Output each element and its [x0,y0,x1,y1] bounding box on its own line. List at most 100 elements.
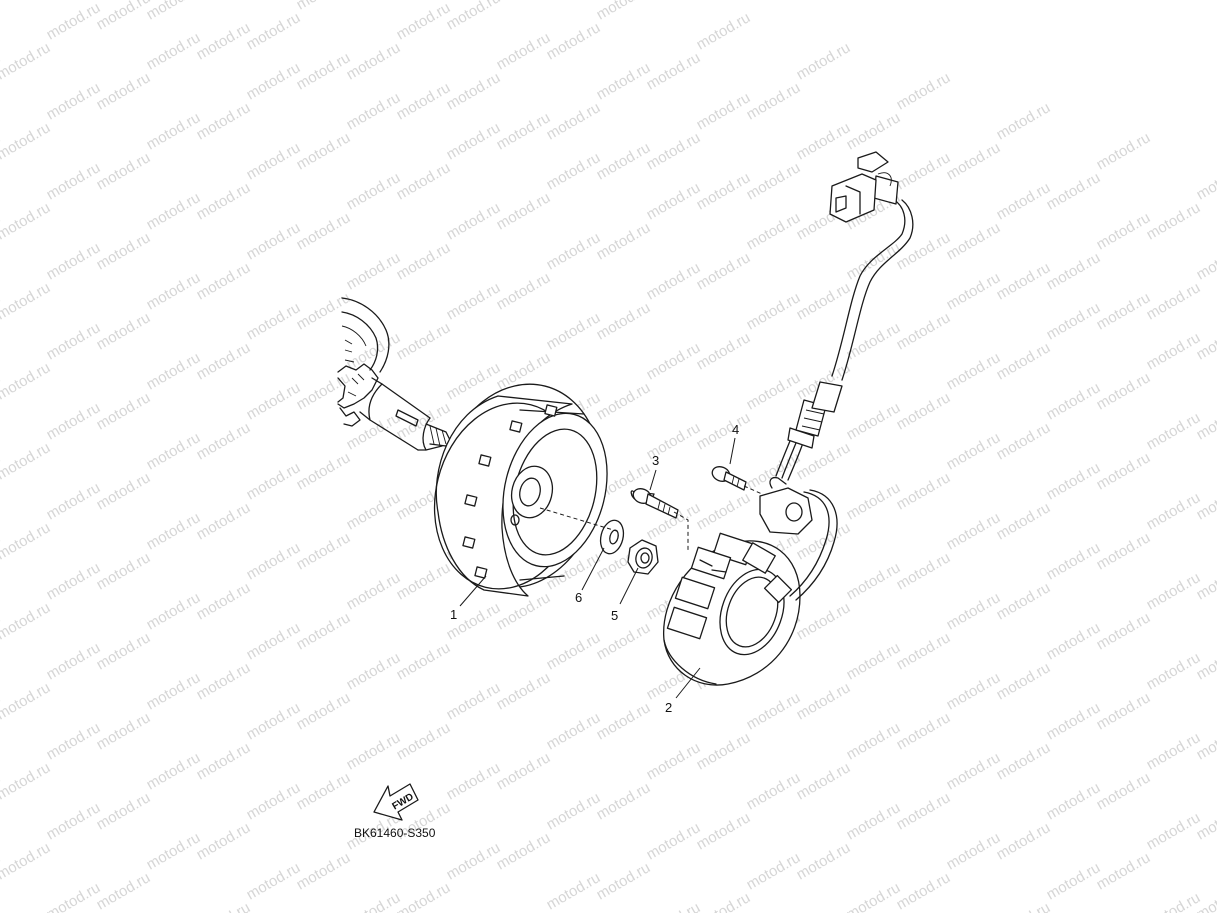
watermark-text: motod.ru [644,899,704,913]
watermark-text: motod.ru [194,899,254,913]
watermark-text: motod.ru [194,99,254,143]
watermark-text: motod.ru [0,279,53,323]
watermark-text: motod.ru [394,879,454,913]
watermark-text: motod.ru [194,659,254,703]
watermark-text: motod.ru [294,0,354,13]
watermark-text: motod.ru [794,599,854,643]
watermark-text: motod.ru [994,499,1054,543]
watermark-text: motod.ru [194,419,254,463]
watermark-text: motod.ru [394,319,454,363]
watermark-text: motod.ru [94,0,154,33]
watermark-text: motod.ru [394,559,454,603]
watermark-text: motod.ru [94,69,154,113]
watermark-text: motod.ru [794,759,854,803]
watermark-text: motod.ru [844,879,904,913]
fwd-arrow-icon: FWD [373,783,419,821]
callout-5: 5 [611,608,618,623]
washer [599,519,625,555]
watermark-text: motod.ru [1094,529,1154,573]
watermark-text: motod.ru [544,19,604,63]
watermark-text: motod.ru [644,49,704,93]
watermark-text: motod.ru [994,419,1054,463]
flange-nut [627,539,659,575]
watermark-text: motod.ru [294,849,354,893]
watermark-text: motod.ru [194,739,254,783]
watermark-text: motod.ru [994,579,1054,623]
watermark-text: motod.ru [1194,239,1217,283]
watermark-text: motod.ru [894,629,954,673]
watermark-text: motod.ru [944,219,1004,263]
watermark-text: motod.ru [94,229,154,273]
watermark-text: motod.ru [0,199,53,243]
watermark-text: motod.ru [994,99,1054,143]
watermark-text: motod.ru [744,79,804,123]
watermark-text: motod.ru [394,239,454,283]
watermark-text: motod.ru [344,39,404,83]
watermark-text: motod.ru [494,669,554,713]
watermark-text: motod.ru [644,129,704,173]
watermark-text: motod.ru [94,149,154,193]
watermark-text: motod.ru [0,839,53,883]
watermark-text: motod.ru [0,759,53,803]
watermark-text: motod.ru [994,339,1054,383]
watermark-text: motod.ru [0,519,53,563]
watermark-text: motod.ru [1094,849,1154,893]
watermark-text: motod.ru [1044,169,1104,213]
watermark-text: motod.ru [894,869,954,913]
watermark-text: motod.ru [294,529,354,573]
watermark-text: motod.ru [1144,279,1204,323]
watermark-text: motod.ru [894,549,954,593]
watermark-text: motod.ru [1144,199,1204,243]
watermark-text: motod.ru [394,639,454,683]
watermark-text: motod.ru [294,769,354,813]
watermark-text: motod.ru [94,549,154,593]
watermark-text: motod.ru [494,749,554,793]
watermark-text: motod.ru [594,779,654,823]
watermark-text: motod.ru [444,0,504,33]
watermark-text: motod.ru [994,899,1054,913]
reference-code: BK61460-S350 [354,826,436,840]
watermark-text: motod.ru [594,619,654,663]
watermark-text: motod.ru [1094,369,1154,413]
watermark-text: motod.ru [894,469,954,513]
leader-lines [459,437,763,699]
watermark-text: motod.ru [494,829,554,873]
callout-4: 4 [732,422,739,437]
watermark-text: motod.ru [194,579,254,623]
screw-part-4 [711,466,747,491]
watermark-text: motod.ru [694,9,754,53]
callout-3: 3 [652,453,659,468]
watermark-text: motod.ru [294,609,354,653]
bolt-part-3 [630,488,679,519]
watermark-text: motod.ru [1094,129,1154,173]
watermark-text: motod.ru [1094,769,1154,813]
watermark-text: motod.ru [494,189,554,233]
flywheel-rotor [433,383,608,597]
watermark-text: motod.ru [1044,249,1104,293]
watermark-text: motod.ru [1094,449,1154,493]
watermark-text: motod.ru [794,39,854,83]
watermark-text: motod.ru [594,219,654,263]
watermark-text: motod.ru [694,489,754,533]
wire-harness [775,151,914,481]
watermark-text: motod.ru [1094,609,1154,653]
watermark-text: motod.ru [594,0,654,23]
watermark-text: motod.ru [294,689,354,733]
watermark-text: motod.ru [694,329,754,373]
watermark-text: motod.ru [394,159,454,203]
watermark-text: motod.ru [744,159,804,203]
watermark-text: motod.ru [94,309,154,353]
watermark-text: motod.ru [94,709,154,753]
watermark-text: motod.ru [0,119,53,163]
watermark-text: motod.ru [94,629,154,673]
watermark-text: motod.ru [894,789,954,833]
watermark-text: motod.ru [1194,159,1217,203]
watermark-text: motod.ru [44,879,104,913]
watermark-text: motod.ru [244,9,304,53]
watermark-text: motod.ru [194,819,254,863]
watermark-text: motod.ru [694,409,754,453]
watermark-text: motod.ru [594,379,654,423]
watermark-text: motod.ru [544,99,604,143]
watermark-text: motod.ru [0,359,53,403]
